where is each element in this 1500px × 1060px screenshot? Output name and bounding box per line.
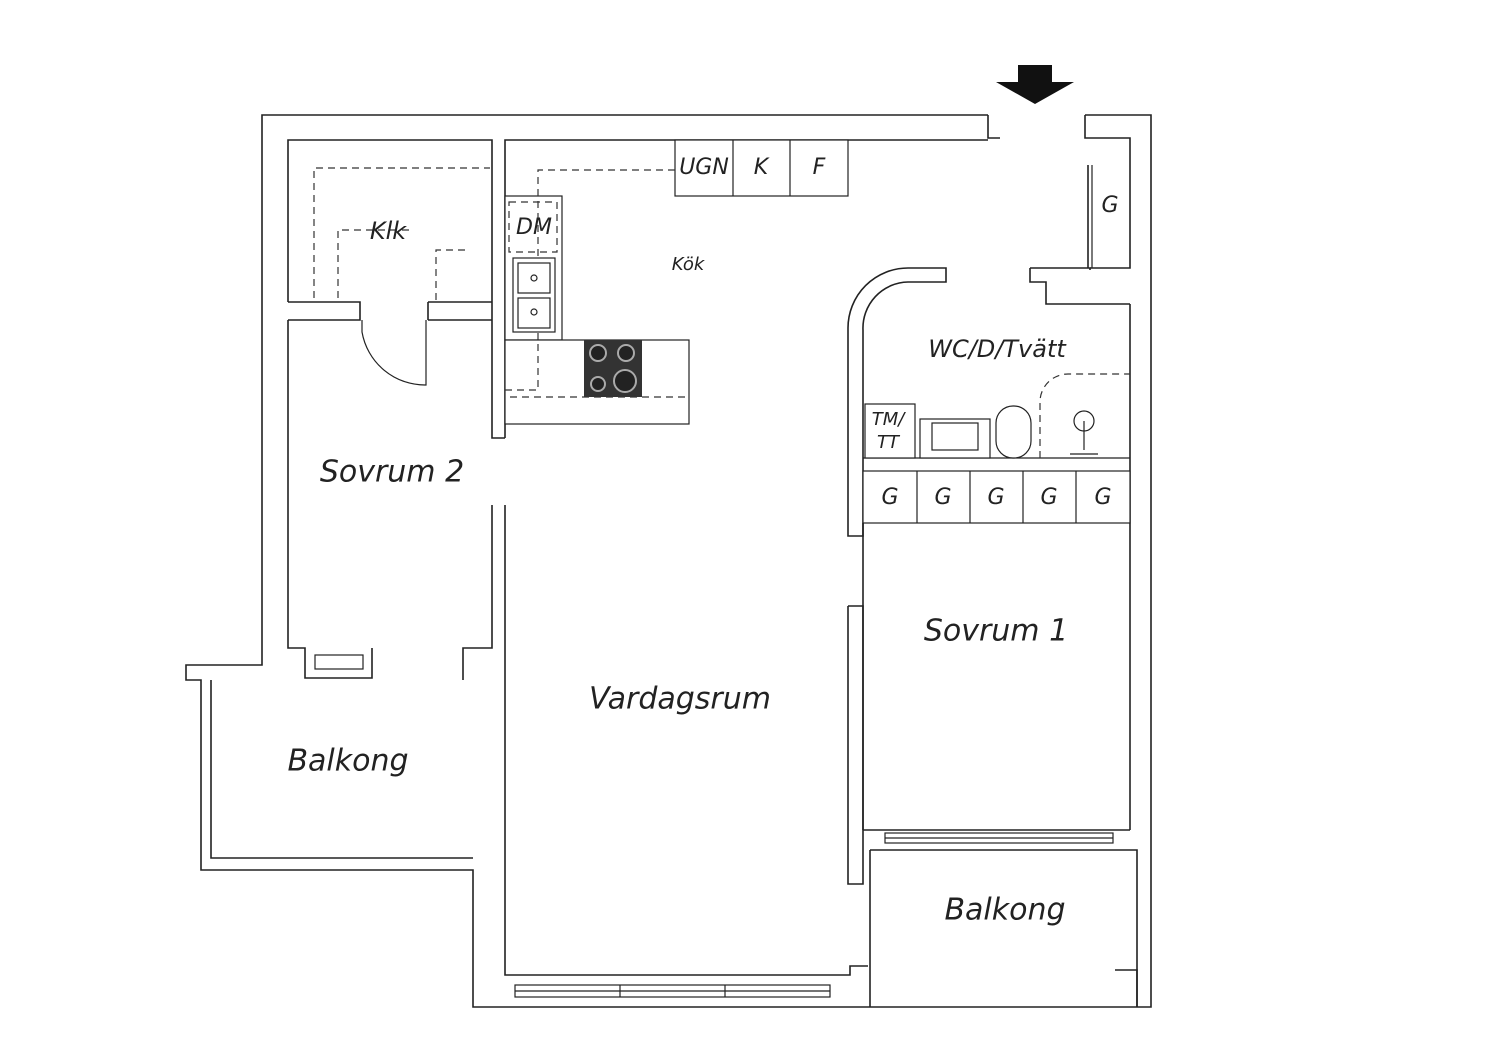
hall-wardrobe-label: G bbox=[1101, 193, 1118, 218]
living-room-window bbox=[514, 984, 831, 998]
bedroom2-label: Sovrum 2 bbox=[320, 455, 464, 490]
dryer-label: TT bbox=[877, 432, 901, 453]
balcony-right-label: Balkong bbox=[944, 893, 1065, 928]
kitchen-label: Kök bbox=[672, 254, 706, 275]
wardrobe-label: G bbox=[934, 485, 951, 510]
bedroom1-label: Sovrum 1 bbox=[924, 614, 1068, 649]
closet-walls bbox=[287, 139, 505, 439]
bathroom bbox=[847, 165, 1131, 830]
oven-label: UGN bbox=[679, 155, 729, 180]
balcony-left-label: Balkong bbox=[287, 744, 408, 779]
washer-label: TM/ bbox=[872, 409, 907, 430]
wardrobes bbox=[862, 470, 1131, 524]
dishwasher-label: DM bbox=[516, 215, 552, 240]
bedroom2-walls bbox=[287, 320, 868, 976]
wardrobe-label: G bbox=[1040, 485, 1057, 510]
wardrobe-label: G bbox=[987, 485, 1004, 510]
kitchen bbox=[504, 139, 988, 438]
outer-walls bbox=[185, 114, 1152, 1008]
wardrobe-label: G bbox=[1094, 485, 1111, 510]
entrance-arrow-icon bbox=[996, 65, 1074, 104]
fridge-label: K bbox=[754, 155, 770, 180]
bedroom1-walls bbox=[847, 523, 1138, 1007]
closet-label: Klk bbox=[370, 217, 407, 245]
bathroom-label: WC/D/Tvätt bbox=[928, 335, 1067, 363]
freezer-label: F bbox=[813, 155, 826, 180]
living-room-label: Vardagsrum bbox=[589, 682, 771, 717]
wardrobe-label: G bbox=[881, 485, 898, 510]
